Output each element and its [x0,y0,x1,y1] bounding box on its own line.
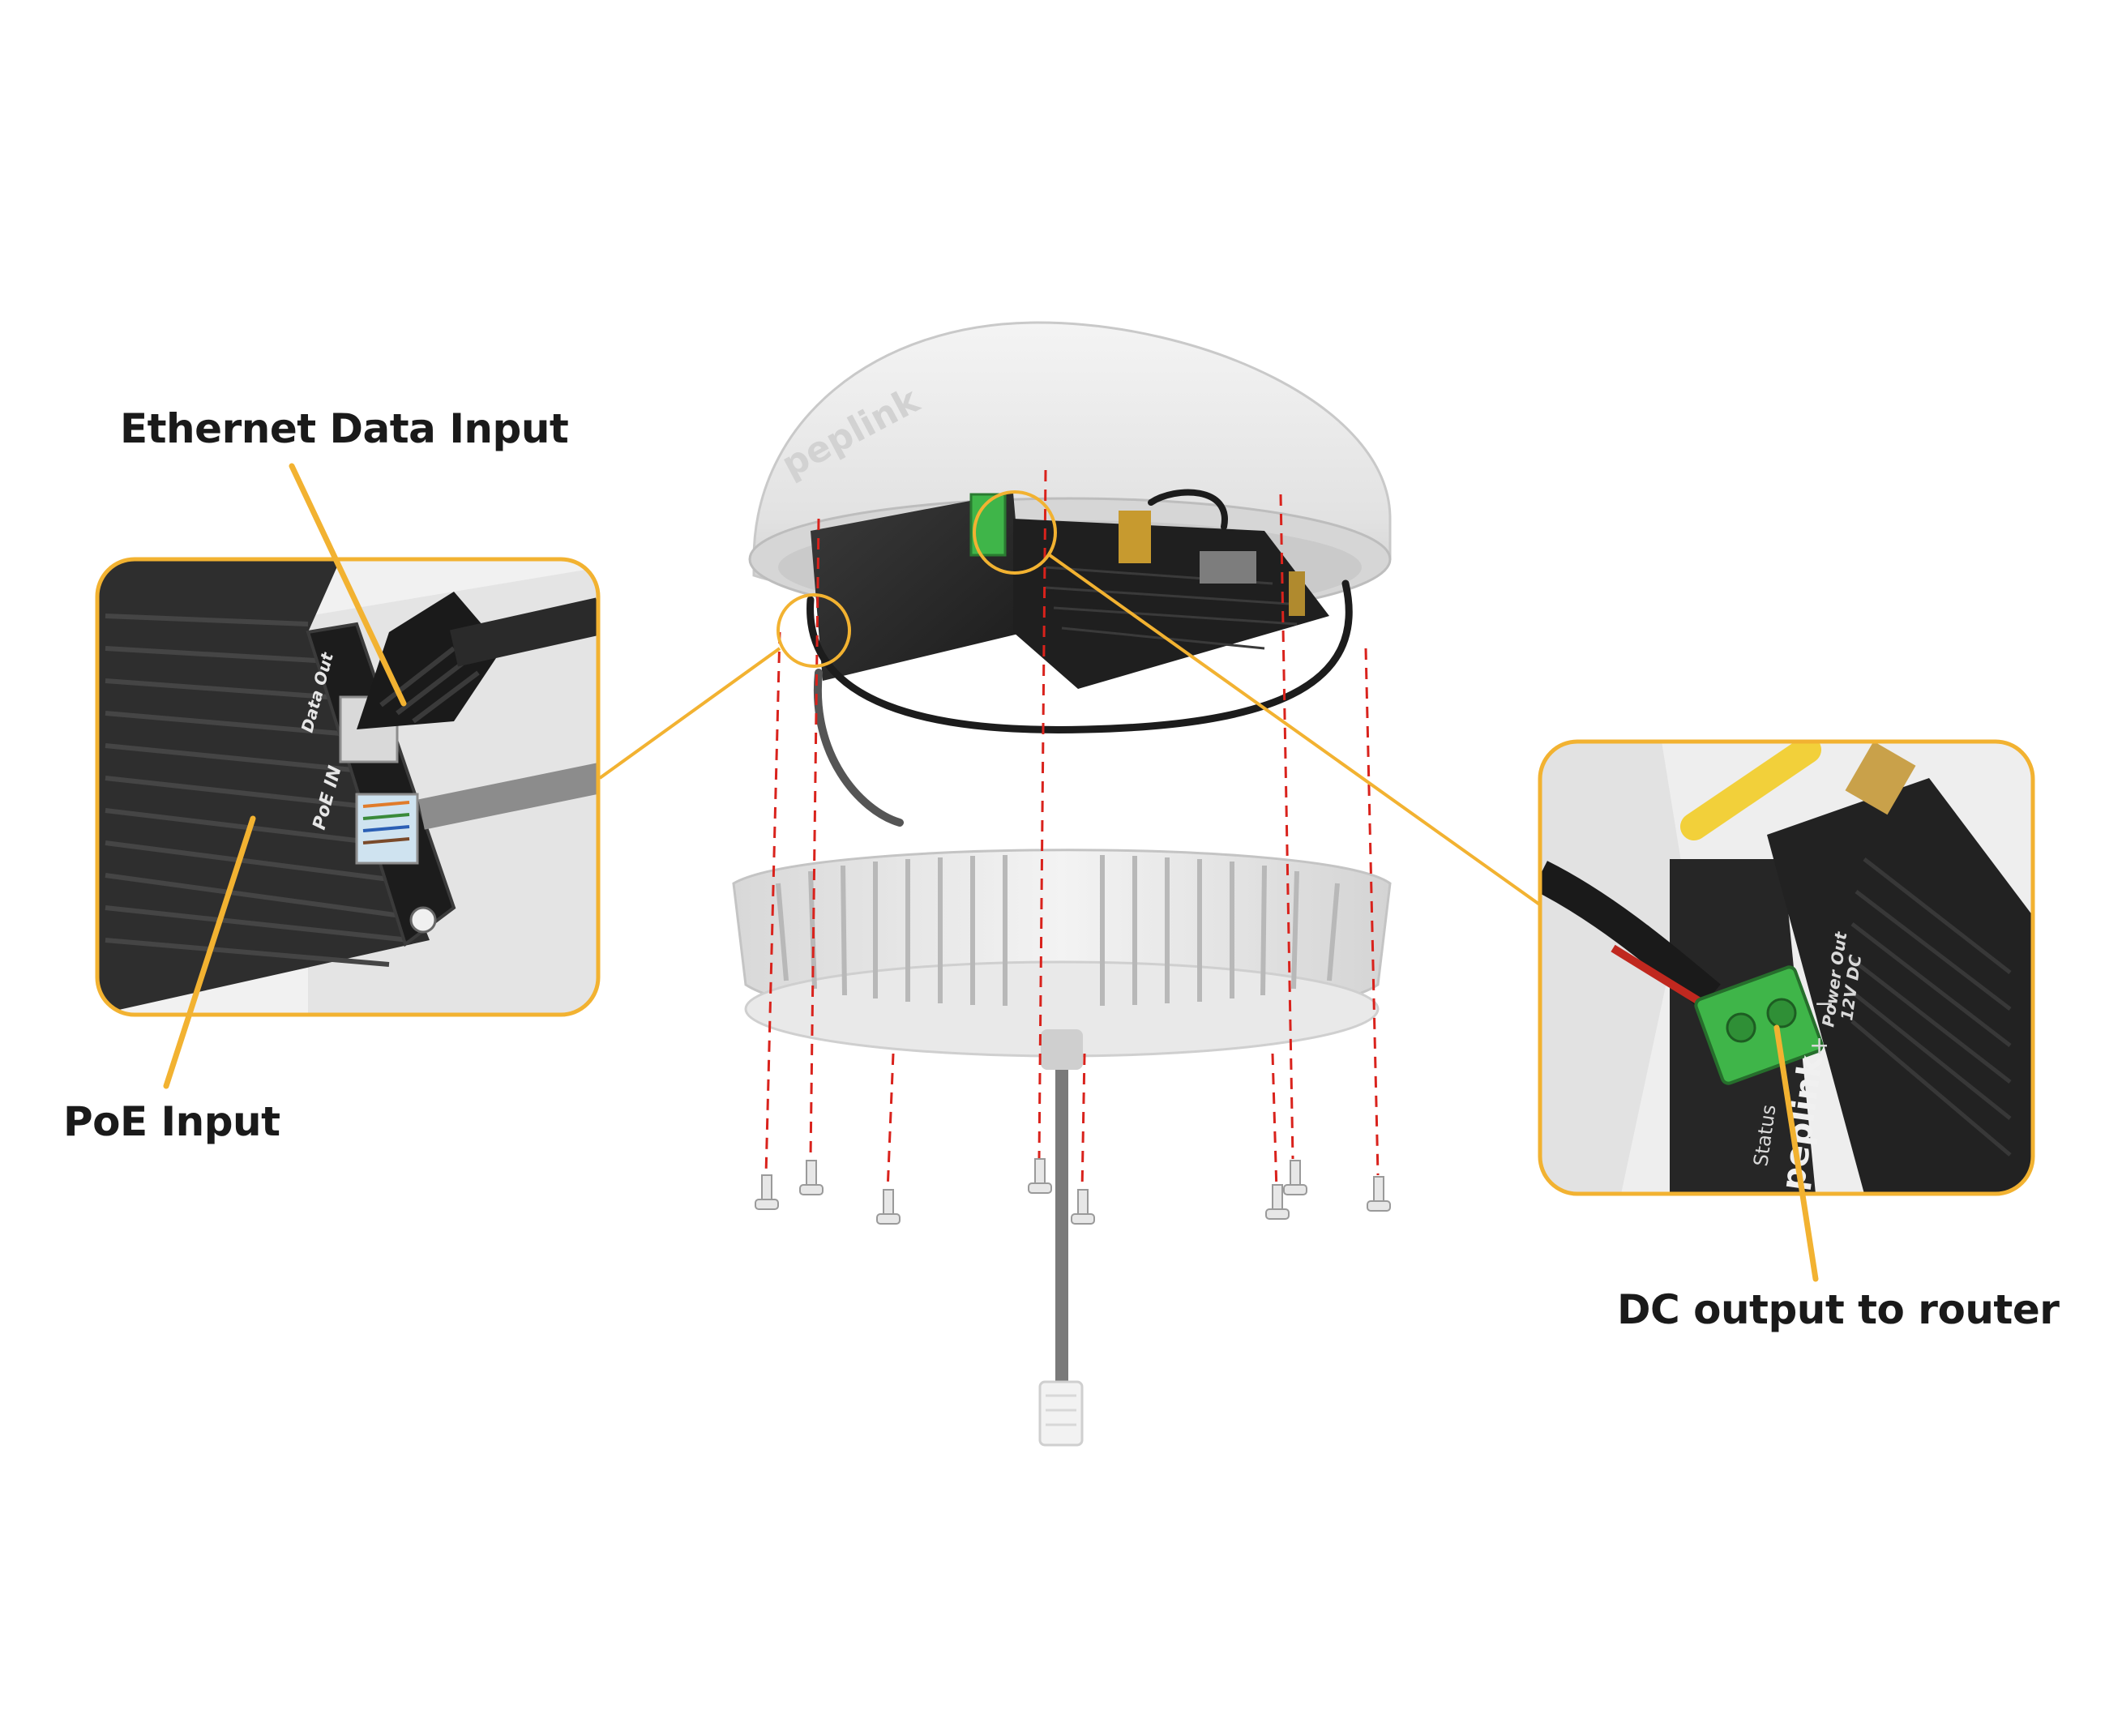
poe-inset: PoE IN Data Out [95,557,601,1017]
ethernet-cable [1038,1070,1084,1447]
dc-output-label: DC output to router [1617,1286,2060,1333]
callout-connectors [598,490,1546,909]
label-leaders [163,463,1819,1282]
dc-terminal-block-icon [1694,965,1824,1085]
cables [806,489,1353,827]
dc-inset-frame [1538,739,2035,1196]
dc-minus-label: − [1814,990,1834,1018]
ethernet-leader [289,463,407,707]
assembly-guides [764,469,1380,1192]
ethernet-data-input-label: Ethernet Data Input [120,405,569,452]
dc-leader [1773,1024,1819,1282]
poe-inset-frame [95,557,601,1017]
right-callout-circle [973,490,1057,575]
poe-leader [163,815,256,1089]
left-callout-circle [776,593,851,668]
finned-base [732,849,1392,1070]
poe-input-label: PoE Input [63,1098,280,1145]
screws [755,1158,1391,1225]
internal-modules [811,493,1329,689]
dc-plus-label: + [1809,1032,1829,1060]
dc-inset: 12V DC Power Out − + Status peplink [1538,739,2035,1196]
